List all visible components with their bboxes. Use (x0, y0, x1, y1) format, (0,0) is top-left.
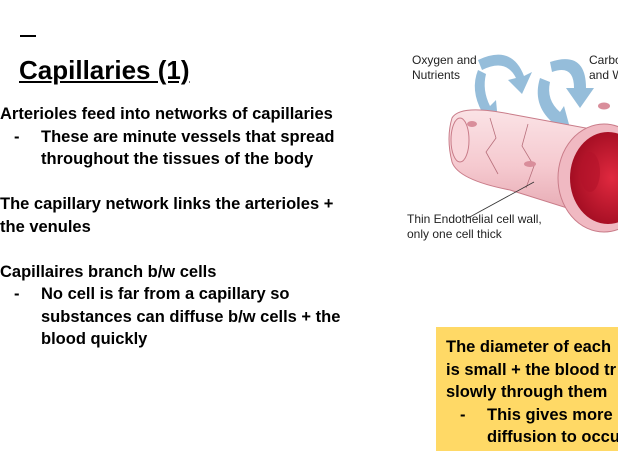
capillary-diagram: Oxygen and Nutrients Carbo and W Thin En… (400, 42, 618, 252)
slide-body: Arterioles feed into networks of capilla… (0, 103, 360, 351)
paragraph-capillary-network: The capillary network links the arteriol… (0, 195, 334, 236)
label-carbon-line1: Carbo (589, 53, 618, 67)
bullet-dash: - (14, 285, 20, 303)
bullet-diffusion: - No cell is far from a capillary so sub… (0, 283, 360, 351)
bullet-minute-vessels: - These are minute vessels that spread t… (0, 126, 360, 171)
label-oxygen-line1: Oxygen and (412, 53, 477, 67)
paragraph-arterioles: Arterioles feed into networks of capilla… (0, 105, 333, 123)
bullet-text: No cell is far from a capillary so subst… (41, 285, 341, 348)
note-line: slowly through them (446, 383, 608, 401)
note-box: The diameter of each is small + the bloo… (436, 327, 618, 451)
callout-line (467, 181, 535, 219)
bullet-text: This gives more (487, 405, 613, 424)
note-line: The diameter of each (446, 338, 612, 356)
note-bullet-continuation: diffusion to occu (446, 426, 618, 449)
bullet-text: diffusion to occu (487, 428, 618, 446)
note-line: is small + the blood tr (446, 360, 617, 379)
bullet-dash: - (14, 127, 20, 146)
capillary-illustration (448, 54, 618, 233)
bullet-dash: - (460, 405, 466, 424)
label-carbon-line2: and W (589, 68, 618, 82)
accent-bar (20, 35, 36, 37)
right-curved-arrow-icon (550, 59, 594, 108)
label-wall-line1: Thin Endothelial cell wall, (407, 212, 542, 226)
bullet-text: These are minute vessels that spread thr… (41, 127, 335, 169)
slide-title: Capillaries (1) (19, 55, 190, 85)
left-curved-arrow-icon (478, 54, 532, 94)
paragraph-branching: Capillaires branch b/w cells (0, 262, 217, 281)
note-bullet: - This gives more (446, 404, 618, 427)
label-oxygen-line2: Nutrients (412, 68, 461, 82)
label-wall-line2: only one cell thick (407, 227, 502, 241)
